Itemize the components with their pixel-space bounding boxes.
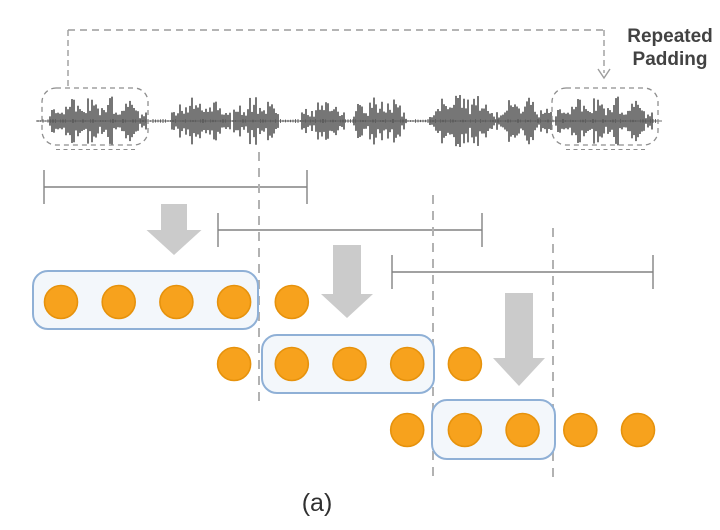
window-span-rulers: [43, 170, 654, 289]
token: [562, 412, 598, 448]
token: [447, 412, 483, 448]
repeated-padding-label-line2: Padding: [632, 49, 708, 70]
token: [505, 412, 540, 448]
token: [389, 412, 425, 448]
repeated-padding-label: Repeated Padding: [622, 25, 718, 71]
slide-down-arrows: [146, 204, 545, 386]
token: [332, 346, 367, 382]
token: [43, 284, 79, 320]
padding-pointer-arrowhead-icon: [597, 68, 611, 80]
token: [389, 346, 425, 382]
down-arrow-icon-1: [146, 204, 202, 255]
padding-box-original: [41, 87, 149, 146]
token: [620, 412, 656, 448]
down-arrow-icon-2: [321, 245, 373, 318]
token: [447, 346, 483, 382]
padding-box-repeated: [551, 87, 659, 146]
chunk-1: [32, 270, 310, 330]
span-ruler-1: [43, 170, 308, 204]
span-ruler-3: [391, 255, 654, 289]
down-arrow-icon-3: [493, 293, 545, 386]
context-window-1: [32, 270, 259, 330]
span-ruler-2: [217, 213, 483, 247]
chunk-3: [389, 399, 656, 460]
chunk-2: [216, 334, 483, 394]
token: [159, 284, 194, 320]
subfigure-caption: (a): [301, 489, 333, 517]
repeated-padding-label-line1: Repeated: [627, 26, 713, 47]
audio-waveform: [36, 95, 662, 147]
token: [216, 346, 252, 382]
token: [101, 284, 136, 320]
token: [216, 284, 252, 320]
padding-segment-boxes: [41, 87, 659, 151]
repeated-padding-guides: [67, 29, 611, 86]
token: [274, 284, 310, 320]
token: [274, 346, 310, 382]
